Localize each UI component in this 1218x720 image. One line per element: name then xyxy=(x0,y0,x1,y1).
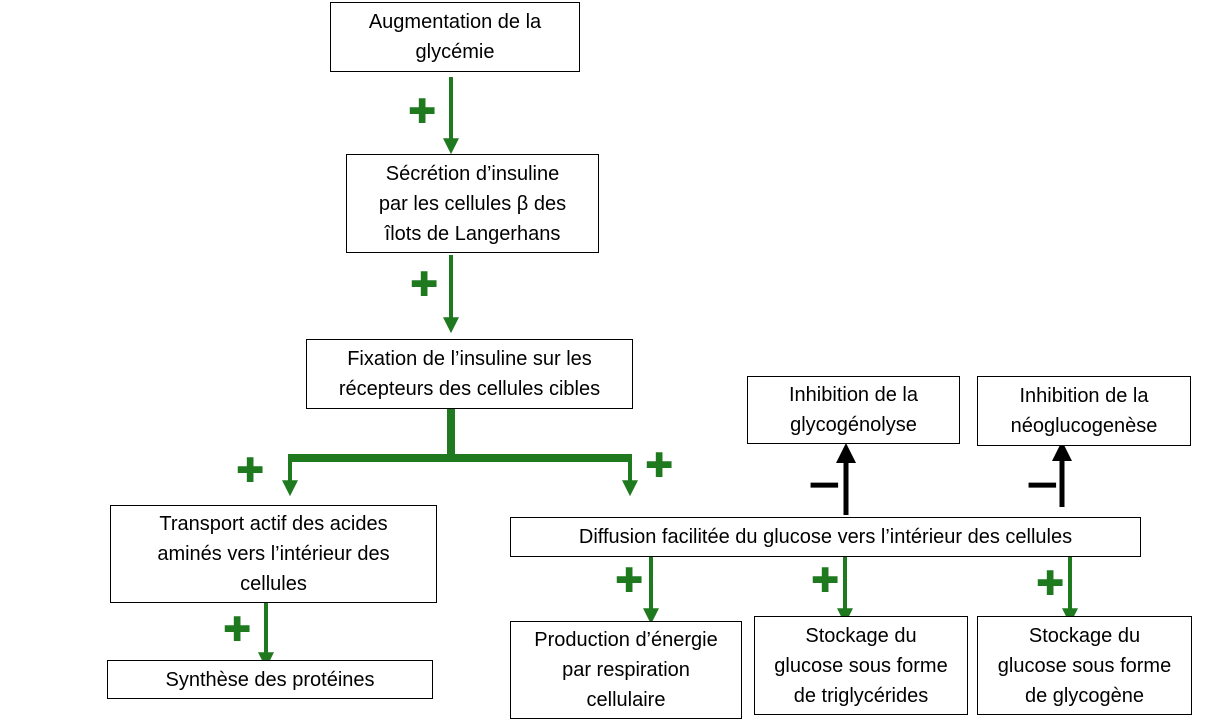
box-insulin-secretion: Sécrétion d’insuline par les cellules β … xyxy=(346,154,599,253)
plus-icon: ✚ xyxy=(1036,564,1065,604)
box-protein-synthesis-text: Synthèse des protéines xyxy=(165,668,375,691)
plus-icon: ✚ xyxy=(811,561,840,601)
box-insulin-binding: Fixation de l’insuline sur les récepteur… xyxy=(306,339,633,409)
box-triglyceride-storage-text: Stockage du glucose sous forme de trigly… xyxy=(774,624,948,707)
box-energy-production-text: Production d’énergie par respiration cel… xyxy=(534,629,718,711)
box-insulin-secretion-text: Sécrétion d’insuline par les cellules β … xyxy=(378,162,567,245)
plus-icon: ✚ xyxy=(615,561,644,601)
minus-icon: − xyxy=(806,459,843,510)
plus-icon: ✚ xyxy=(645,446,674,486)
box-glycogenolysis-inhibition: Inhibition de la glycogénolyse xyxy=(747,376,960,444)
plus-icon: ✚ xyxy=(408,92,437,132)
box-amino-transport-text: Transport actif des acides aminés vers l… xyxy=(157,513,390,595)
box-glycogenolysis-inhibition-text: Inhibition de la glycogénolyse xyxy=(789,384,918,436)
box-insulin-binding-text: Fixation de l’insuline sur les récepteur… xyxy=(338,348,601,400)
plus-icon: ✚ xyxy=(223,610,252,650)
box-protein-synthesis: Synthèse des protéines xyxy=(107,660,433,699)
box-amino-transport: Transport actif des acides aminés vers l… xyxy=(110,505,437,603)
box-hyperglycemia-text: Augmentation de la glycémie xyxy=(368,11,542,63)
box-glycogen-storage-text: Stockage du glucose sous forme de glycog… xyxy=(997,624,1172,707)
box-energy-production: Production d’énergie par respiration cel… xyxy=(510,621,742,719)
box-glucose-diffusion-text: Diffusion facilitée du glucose vers l’in… xyxy=(578,526,1073,548)
box-neoglucogenesis-inhibition-text: Inhibition de la néoglucogenèse xyxy=(1010,385,1158,437)
box-triglyceride-storage: Stockage du glucose sous forme de trigly… xyxy=(754,616,968,715)
box-hyperglycemia: Augmentation de la glycémie xyxy=(330,2,580,72)
box-glucose-diffusion: Diffusion facilitée du glucose vers l’in… xyxy=(510,517,1141,557)
box-glycogen-storage: Stockage du glucose sous forme de glycog… xyxy=(977,616,1192,715)
box-neoglucogenesis-inhibition: Inhibition de la néoglucogenèse xyxy=(977,376,1191,446)
plus-icon: ✚ xyxy=(236,451,265,491)
plus-icon: ✚ xyxy=(410,265,439,305)
minus-icon: − xyxy=(1024,459,1061,510)
